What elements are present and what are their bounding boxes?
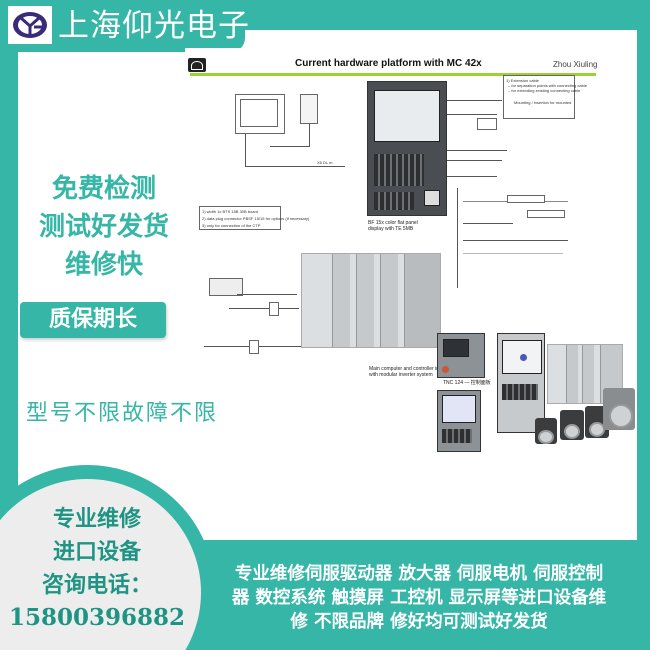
contact-line: 进口设备 [52,539,141,565]
contact-line: 专业维修 [52,506,141,532]
unlimited-tagline: 型号不限故障不限 [26,401,219,426]
display-unit-diagram: X6 DL m [225,94,355,174]
services-description: 专业维修伺服驱动器 放大器 伺服电机 伺服控制 器 数控系统 触摸屏 工控机 显… [196,562,642,634]
slide-title: Current hardware platform with MC 42x [295,58,482,69]
contact-line: 咨询电话： [41,572,152,598]
wiring-diagram [447,88,597,288]
frame-right-band [637,0,650,650]
main-computer-caption: Main computer and controller in with mod… [369,366,440,378]
slide-author: Zhou Xiuling [553,60,598,69]
slide-logo-icon [188,58,206,72]
cnc-panel-small-image [437,390,481,452]
servo-motor-image [535,418,557,444]
promo-line: 维修快 [64,250,143,280]
yg-logo-icon [8,6,52,44]
servo-motor-large-image [603,388,635,430]
hardware-platform-slide: Current hardware platform with MC 42x Zh… [185,48,635,488]
phone-number: 15800396882 [8,604,186,631]
promo-line: 测试好发货 [38,212,169,242]
tnc-caption: TNC 124 — 控制面板 [443,380,491,386]
contact-block: 专业维修 进口设备 咨询电话： 15800396882 [8,503,186,634]
promo-block: 免费检测 测试好发货 维修快 [18,170,190,284]
brand-name: 上海仰光电子 [58,8,250,44]
tnc-panel-image [437,333,485,378]
control-panel-image [367,81,447,216]
services-line: 器 数控系统 触摸屏 工控机 显示屏等进口设备维 [231,588,607,608]
services-line: 修 不限品牌 修好均可测试好发货 [290,612,548,632]
legend-box: 1) width 1x BTS 15B 30B board 2) data pl… [199,206,309,230]
main-computer-rack-image [301,253,441,348]
promo-line: 免费检测 [51,174,156,204]
brand-header: 上海仰光电子 [0,0,249,52]
extension-legend-box: 1) Extension cable – for separation poin… [503,75,587,119]
services-line: 专业维修伺服驱动器 放大器 伺服电机 伺服控制 [234,564,604,584]
motor-wiring-diagram [199,270,309,370]
warranty-badge: 质保期长 [20,302,166,338]
servo-motor-image [560,410,584,440]
slide-title-rule [190,73,596,76]
cnc-monitor-image [497,333,545,433]
panel-caption: BF 15x color flat panel display with TE … [368,220,418,232]
